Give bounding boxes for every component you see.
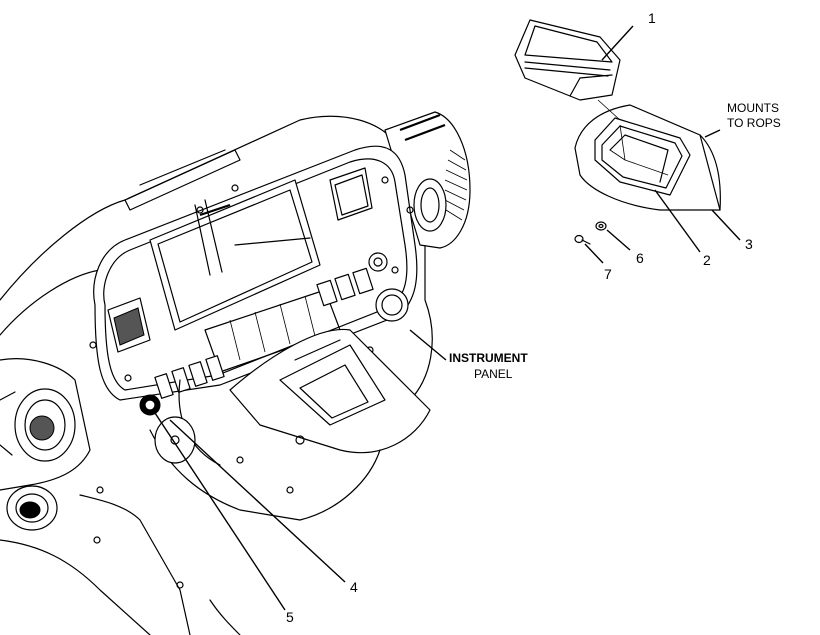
mounts-label-line2: TO ROPS xyxy=(727,116,781,130)
text-labels: MOUNTS TO ROPS INSTRUMENT PANEL xyxy=(449,101,781,381)
screw-part xyxy=(574,234,584,244)
mounts-label-line1: MOUNTS xyxy=(727,101,779,115)
callout-3: 3 xyxy=(745,236,753,252)
instrument-panel-label-line1: INSTRUMENT xyxy=(449,351,528,365)
insert-tray-part xyxy=(514,19,621,101)
callout-7: 7 xyxy=(604,266,612,282)
callout-6: 6 xyxy=(636,250,644,266)
dashboard-assembly xyxy=(0,111,471,635)
exploded-parts xyxy=(514,19,721,245)
washer-part xyxy=(595,221,607,231)
callout-1: 1 xyxy=(648,10,656,26)
callout-4: 4 xyxy=(350,579,358,595)
callout-5: 5 xyxy=(286,609,294,625)
instrument-panel-label-line2: PANEL xyxy=(474,367,513,381)
callout-2: 2 xyxy=(703,252,711,268)
leader-lines xyxy=(154,25,741,611)
insert-tray-rim xyxy=(524,25,613,63)
callouts: 1 2 3 4 5 6 7 xyxy=(286,10,753,625)
ashtray-housing-part xyxy=(594,117,691,196)
